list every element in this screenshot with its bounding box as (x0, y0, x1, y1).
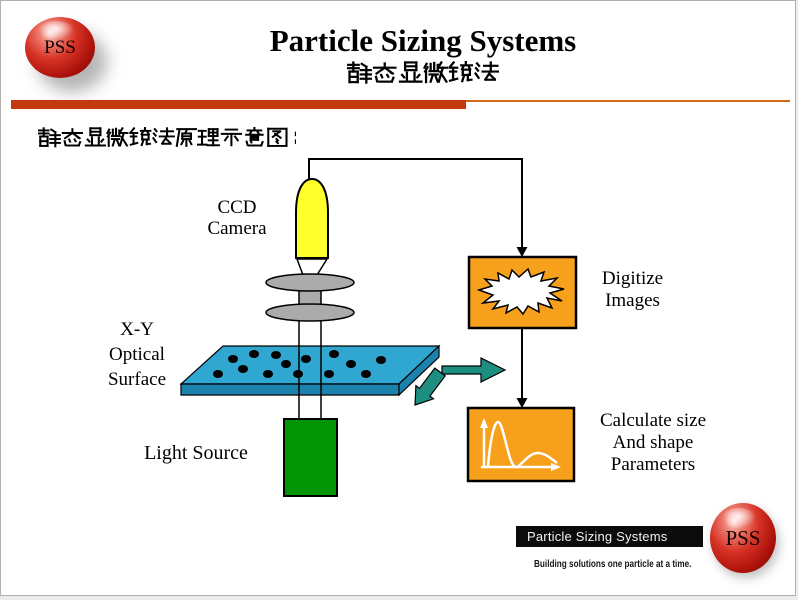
slide-title: Particle Sizing Systems (269, 23, 577, 58)
starburst-icon (476, 267, 565, 316)
camera-nose (295, 258, 329, 276)
accent-bar (11, 100, 466, 109)
arrowhead-into-calculate (516, 398, 528, 408)
footer-tagline: Building solutions one particle at a tim… (534, 558, 692, 570)
label-ccd-camera: CCD Camera (207, 197, 267, 239)
pss-logo-text-br: PSS (725, 525, 761, 550)
label-digitize-images: Digitize Images (601, 268, 664, 311)
arrow-down-left (414, 367, 447, 406)
accent-line (466, 100, 790, 102)
connector-camera-to-digitize (308, 158, 523, 248)
caption (38, 127, 301, 149)
pss-logo-top-left: PSS (25, 17, 95, 78)
slide-subtitle (97, 61, 749, 85)
footer-brand-bar: Particle Sizing Systems (516, 526, 703, 547)
arrowhead-into-digitize (516, 247, 528, 257)
distribution-curve-icon (480, 418, 561, 471)
light-source-box (283, 418, 338, 497)
label-light-source: Light Source (144, 442, 248, 464)
label-xy-optical-surface: X-Y Optical Surface (107, 319, 167, 390)
pss-logo-text: PSS (44, 36, 76, 58)
arrow-right (441, 357, 507, 383)
optical-surface-side (398, 344, 440, 397)
pss-logo-bottom-right: PSS (710, 503, 776, 573)
footer-brand-text: Particle Sizing Systems (527, 529, 668, 544)
lens-lower (265, 303, 355, 322)
particles (213, 350, 386, 378)
ccd-camera-body (295, 177, 329, 259)
optical-surface-front (180, 383, 400, 396)
title-block: Particle Sizing Systems (97, 23, 749, 85)
optical-surface-top (179, 345, 441, 385)
label-calculate: Calculate size And shape Parameters (599, 410, 707, 475)
lens-upper (265, 273, 355, 292)
